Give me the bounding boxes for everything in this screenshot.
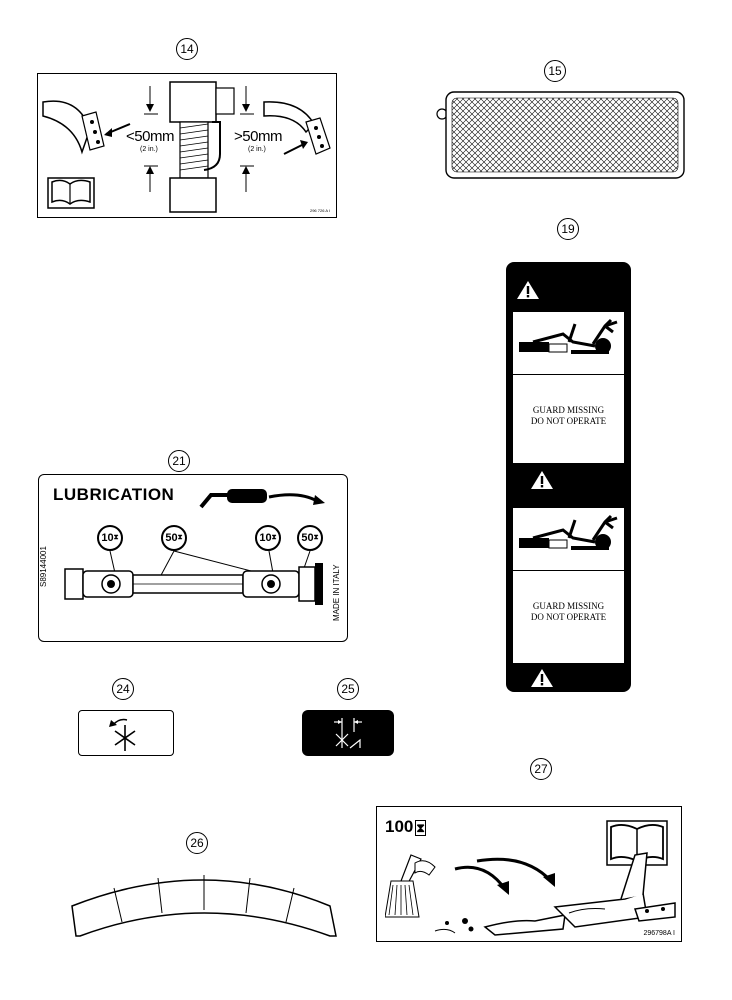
interval-badge-2-value: 50	[165, 532, 178, 544]
right-dimension-sub: (2 in.)	[248, 146, 266, 153]
rotor-rotation-icon	[109, 718, 136, 751]
decal-14-chain-tension: <50mm (2 in.) >50mm (2 in.) 296 726 A I	[37, 73, 337, 218]
interval-badge-3: 10⧗	[255, 525, 281, 551]
made-in-italy: MADE IN ITALY	[332, 564, 341, 621]
brush-cleaning-illustration	[385, 852, 676, 936]
interval-badge-4-value: 50	[301, 532, 314, 544]
callout-21: 21	[168, 450, 190, 472]
hourglass-icon: ⧗	[113, 534, 119, 541]
callout-27: 27	[530, 758, 552, 780]
left-dimension-label: <50mm	[126, 128, 174, 145]
height-adjust-icon	[334, 718, 362, 749]
hourglass-icon: ⧗	[177, 534, 183, 541]
callout-15: 15	[544, 60, 566, 82]
decal-14-illustration	[42, 81, 331, 213]
warning-2-line-2: DO NOT OPERATE	[530, 612, 607, 622]
left-dimension-sub: (2 in.)	[140, 146, 158, 153]
decal-21-lubrication: LUBRICATION 10⧗ 50⧗ 10⧗ 50⧗ S89144001	[38, 474, 348, 642]
right-dimension-label: >50mm	[234, 128, 282, 145]
decal-24-rotor-rotation	[78, 710, 174, 756]
interval-badge-1-value: 10	[101, 532, 114, 544]
interval-badge-2: 50⧗	[161, 525, 187, 551]
warning-triangle-icon	[516, 280, 540, 305]
decal-26-curved-strip	[71, 875, 337, 937]
hourglass-icon: ⧗	[415, 820, 426, 836]
interval-100: 100⧗	[385, 817, 426, 837]
hourglass-icon: ⧗	[271, 534, 277, 541]
pto-shaft-drawing	[64, 550, 323, 605]
manual-book-icon	[47, 177, 95, 209]
hourglass-icon: ⧗	[313, 534, 319, 541]
decal-27-cleaning: 100⧗ 296798A I	[376, 806, 682, 942]
warning-2-line-1: GUARD MISSING	[532, 601, 605, 611]
part-number: S89144001	[39, 546, 48, 587]
entanglement-pictogram-2	[513, 508, 624, 570]
callout-19: 19	[557, 218, 579, 240]
callout-25: 25	[337, 678, 359, 700]
interval-badge-3-value: 10	[259, 532, 272, 544]
decal-19-guard-missing: GUARD MISSING DO NOT OPERATE GUARD MISSI…	[506, 262, 631, 692]
reflector-pattern	[436, 91, 685, 179]
warning-1-line-1: GUARD MISSING	[532, 405, 605, 415]
callout-14: 14	[176, 38, 198, 60]
warning-message-1: GUARD MISSING DO NOT OPERATE	[513, 374, 624, 463]
warning-triangle-icon-2	[530, 470, 554, 495]
warning-1-line-2: DO NOT OPERATE	[530, 416, 607, 426]
warning-triangle-icon-3	[530, 668, 554, 693]
decal-25-height-adjust	[302, 710, 394, 756]
callout-26: 26	[186, 832, 208, 854]
interval-100-value: 100	[385, 817, 414, 836]
entanglement-pictogram-1	[513, 312, 624, 374]
warning-message-2: GUARD MISSING DO NOT OPERATE	[513, 570, 624, 663]
lubrication-title: LUBRICATION	[53, 485, 175, 504]
callout-24: 24	[112, 678, 134, 700]
interval-badge-1: 10⧗	[97, 525, 123, 551]
decal-15-reflector	[436, 90, 688, 180]
interval-badge-4: 50⧗	[297, 525, 323, 551]
grease-gun-icon	[199, 489, 325, 509]
decal-27-ref: 296798A I	[643, 930, 675, 937]
decal-14-ref: 296 726 A I	[309, 208, 330, 213]
